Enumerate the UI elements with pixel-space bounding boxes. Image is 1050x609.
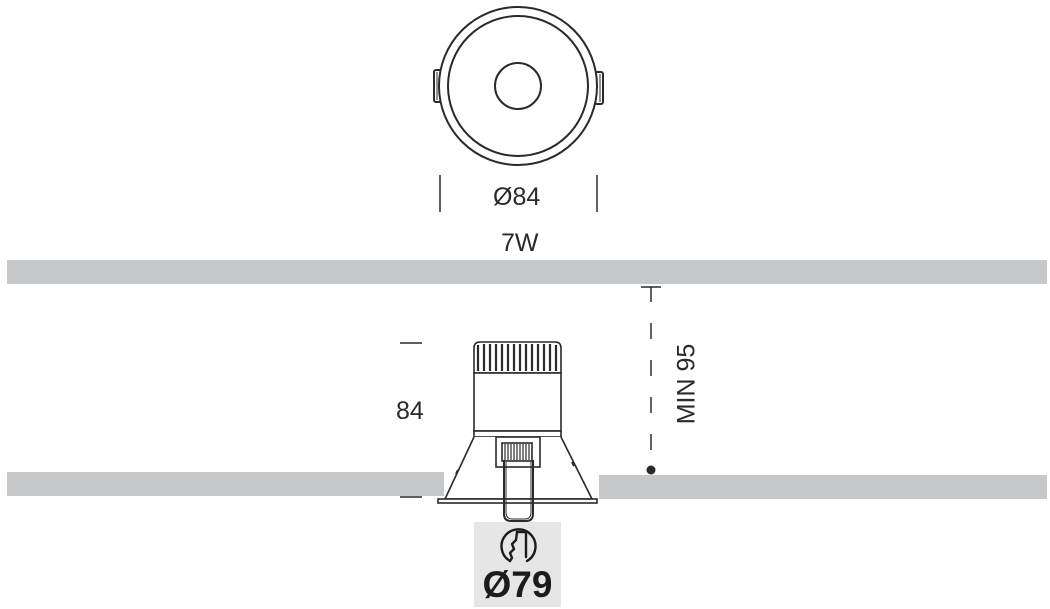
height-dimension-ticks [400,342,422,498]
inner-ring [447,15,589,157]
spring-coil [504,444,530,460]
power-label: 7W [501,229,539,257]
lens-circle [494,62,542,110]
heatsink-fins [476,344,558,371]
depth-endpoint-dot [646,465,656,475]
cutout-diameter-label: Ø79 [482,564,553,605]
min-depth-label: MIN 95 [672,343,701,425]
diameter-dimension-ticks [439,175,598,212]
ceiling-cutout-icon [500,528,537,563]
ceiling-slab-bottom-right [599,475,1047,499]
ceiling-slab-bottom-left [7,472,444,496]
luminaire-side-view [437,341,598,522]
min-depth-dimension [641,286,661,475]
height-label: 84 [396,397,424,425]
cutout-info-box: Ø79 [474,522,561,607]
outer-ring [438,6,598,166]
ceiling-slab-top [7,260,1047,284]
diameter-label: Ø84 [493,183,541,211]
luminaire-top-view [433,6,604,166]
